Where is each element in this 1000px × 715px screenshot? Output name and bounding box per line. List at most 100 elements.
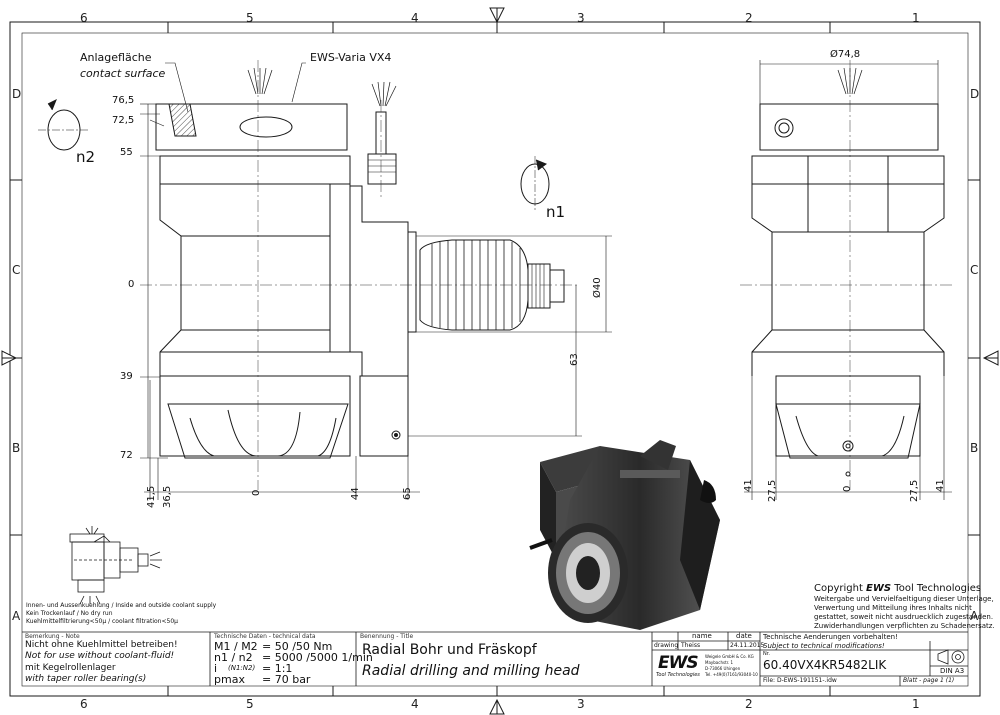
dim-76-5: 76,5 — [112, 95, 135, 106]
dim-72-5: 72,5 — [112, 115, 135, 126]
side-dimensions — [744, 60, 952, 500]
dim-0-left: 0 — [128, 279, 135, 290]
speed-value: = 5000 /5000 1/min — [262, 651, 373, 664]
zone-left-a: A — [12, 609, 21, 623]
zone-bottom-3: 3 — [577, 697, 585, 711]
remark-line-1: Nicht ohne Kuehlmittel betreiben! — [25, 640, 178, 650]
zone-left-d: D — [12, 87, 22, 101]
side-dim-41-right: 41 — [935, 479, 946, 492]
zone-top-1: 1 — [912, 11, 920, 25]
body-upper — [159, 155, 351, 185]
pmax-value: = 70 bar — [262, 673, 311, 686]
remark-line-4: with taper roller bearing(s) — [25, 674, 147, 684]
drawing-name: Theiss — [681, 642, 701, 649]
col-name: name — [692, 632, 712, 640]
zone-bottom-4: 4 — [411, 697, 419, 711]
remark-line-2: Not for use without coolant-fluid! — [25, 651, 175, 661]
dim-39: 39 — [120, 371, 133, 382]
iso-render — [529, 440, 720, 630]
zone-right-a: A — [970, 609, 979, 623]
inset-note-filtration: Kuehlmittelfiltrierung<50µ / coolant fil… — [26, 618, 178, 625]
coolant-inset-icon — [69, 526, 162, 605]
dim-63: 63 — [569, 353, 580, 366]
ews-logo — [656, 654, 702, 672]
title-header: Benennung - Title — [360, 633, 414, 640]
zone-top-5: 5 — [246, 11, 254, 25]
zone-bottom-2: 2 — [745, 697, 753, 711]
tech-data-header: Technische Daten - technical data — [214, 633, 316, 640]
n1-label: n1 — [546, 203, 566, 221]
dim-dia-40: Ø40 — [592, 277, 603, 298]
remark-header: Bemerkung - Note — [25, 633, 80, 640]
address-4: Tel. +49(0)7161/93040-10 — [705, 672, 758, 677]
remark-line-3: mit Kegelrollenlager — [25, 663, 116, 673]
copyright-line-4: Zuwiderhandlungen verpflichten zu Schade… — [814, 622, 995, 630]
address-2: Maybachstr. 1 — [705, 660, 734, 665]
torque-value: = 50 /50 Nm — [262, 640, 333, 653]
drawing-date: 24.11.2015 — [730, 642, 765, 649]
dim-dia-74-8: Ø74,8 — [830, 49, 861, 60]
body-lower — [159, 375, 351, 457]
centerlines — [140, 60, 955, 490]
torque-label: M1 / M2 — [214, 640, 258, 653]
change-notice-de: Technische Aenderungen vorbehalten! — [763, 633, 898, 641]
pmax-label: pmax — [214, 673, 245, 686]
zone-right-c: C — [970, 263, 979, 277]
zone-top-2: 2 — [745, 11, 753, 25]
dim-0-bottom: 0 — [251, 489, 262, 496]
side-dim-27-5-left: 27,5 — [767, 479, 778, 502]
contact-surface-hatch — [168, 103, 197, 137]
zone-bottom-1: 1 — [912, 697, 920, 711]
address-3: D-73066 Uhingen — [705, 666, 741, 671]
zone-right-b: B — [970, 441, 979, 455]
inset-note-dry-run: Kein Trockenlauf / No dry run — [26, 610, 113, 617]
dim-65: 65 — [402, 487, 413, 500]
copyright-line-3: gestattet, soweit nicht ausdruecklich zu… — [814, 613, 994, 621]
zone-right-d: D — [970, 87, 980, 101]
dim-55: 55 — [120, 147, 133, 158]
title-block — [22, 631, 968, 686]
copyright-line-2: Verwertung und Mitteilung ihres Inhalts … — [814, 604, 972, 612]
copyright-line-1: Weitergabe und Vervielfaeltigung dieser … — [814, 595, 994, 603]
inset-note-coolant: Innen- und Aussenkuehlung / Inside and o… — [26, 602, 217, 609]
drawing-label: drawing — [654, 642, 679, 649]
zone-bottom-6: 6 — [80, 697, 88, 711]
side-dim-0: 0 — [842, 485, 853, 492]
contact-surface-label-de: Anlagefläche — [80, 51, 152, 64]
zone-bottom-5: 5 — [246, 697, 254, 711]
col-date: date — [736, 632, 752, 640]
side-view — [751, 67, 945, 477]
coolant-slot — [239, 116, 293, 138]
zone-left-b: B — [12, 441, 21, 455]
ratio-sub: (N1:N2) — [228, 664, 256, 672]
ratio-label: i — [214, 662, 218, 675]
side-housing — [349, 185, 409, 377]
ews-logo-sub: Tool Technologies — [656, 672, 700, 678]
zone-top-6: 6 — [80, 11, 88, 25]
n2-label: n2 — [76, 148, 96, 166]
title-en: Radial drilling and milling head — [362, 663, 580, 679]
address-1: Weigele GmbH & Co. KG — [705, 654, 754, 659]
front-dimensions — [140, 62, 612, 500]
nr-label: Nr. — [763, 651, 770, 657]
part-number: 60.40VX4KR5482LIK — [763, 658, 887, 672]
file-name: File: D-EWS-191151-.idw — [763, 677, 837, 684]
dim-36-5: 36,5 — [162, 485, 173, 508]
title-de: Radial Bohr und Fräskopf — [362, 642, 537, 658]
sheet-number: Blatt - page 1 (1) — [903, 677, 955, 684]
speed-label: n1 / n2 — [214, 651, 253, 664]
sheet-frame — [1, 7, 999, 715]
zone-top-4: 4 — [411, 11, 419, 25]
dim-44: 44 — [350, 487, 361, 500]
change-notice-en: Subject to technical modifications! — [763, 642, 885, 650]
zone-left-c: C — [12, 263, 21, 277]
ews-logo-text: EWS — [658, 653, 699, 673]
product-label: EWS-Varia VX4 — [310, 51, 392, 64]
dim-72: 72 — [120, 450, 133, 461]
ratio-value: = 1:1 — [262, 662, 293, 675]
zone-top-3: 3 — [577, 11, 585, 25]
side-dim-27-5-right: 27,5 — [909, 479, 920, 502]
din-format: DIN A3 — [940, 667, 965, 675]
side-dim-41-left: 41 — [743, 479, 754, 492]
